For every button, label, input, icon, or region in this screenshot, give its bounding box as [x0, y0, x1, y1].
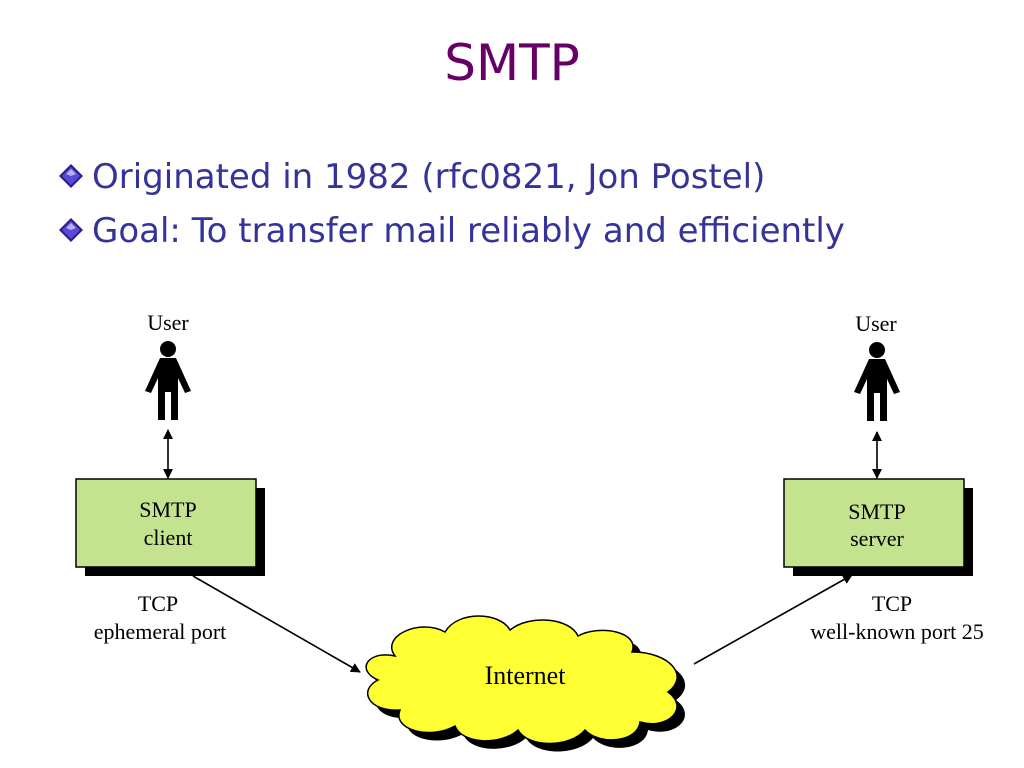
client-to-internet-arrow — [192, 575, 361, 673]
server-port-line1: TCP — [872, 591, 912, 616]
left-user-icon — [145, 341, 191, 420]
internet-cloud: Internet — [365, 615, 686, 752]
internet-to-server-arrow — [693, 574, 853, 665]
client-port-line1: TCP — [138, 591, 178, 616]
right-user-icon — [854, 342, 900, 421]
server-box-line2: server — [850, 526, 904, 551]
server-port-line2: well-known port 25 — [810, 619, 984, 644]
diamond-bullet-icon — [59, 164, 83, 188]
bullet-item-origin: Originated in 1982 (rfc0821, Jon Postel) — [58, 150, 845, 204]
internet-label: Internet — [485, 661, 567, 690]
smtp-client-box: SMTP client — [75, 478, 265, 576]
client-port-line2: ephemeral port — [94, 619, 227, 644]
client-box-line2: client — [144, 525, 193, 550]
bullet-text-goal: Goal: To transfer mail reliably and effi… — [92, 211, 845, 251]
smtp-diagram: User User SMTP client SMTP server TCP ep… — [75, 310, 984, 752]
server-box-line1: SMTP — [848, 499, 905, 524]
smtp-server-box: SMTP server — [783, 478, 973, 576]
right-user-label: User — [855, 311, 897, 336]
bullet-item-goal: Goal: To transfer mail reliably and effi… — [58, 204, 845, 258]
left-user-label: User — [147, 310, 189, 335]
client-box-line1: SMTP — [139, 497, 196, 522]
slide-title: SMTP — [444, 34, 580, 92]
bullet-text-origin: Originated in 1982 (rfc0821, Jon Postel) — [92, 157, 766, 197]
bullet-list: Originated in 1982 (rfc0821, Jon Postel)… — [58, 150, 845, 258]
diamond-bullet-icon — [59, 218, 83, 242]
